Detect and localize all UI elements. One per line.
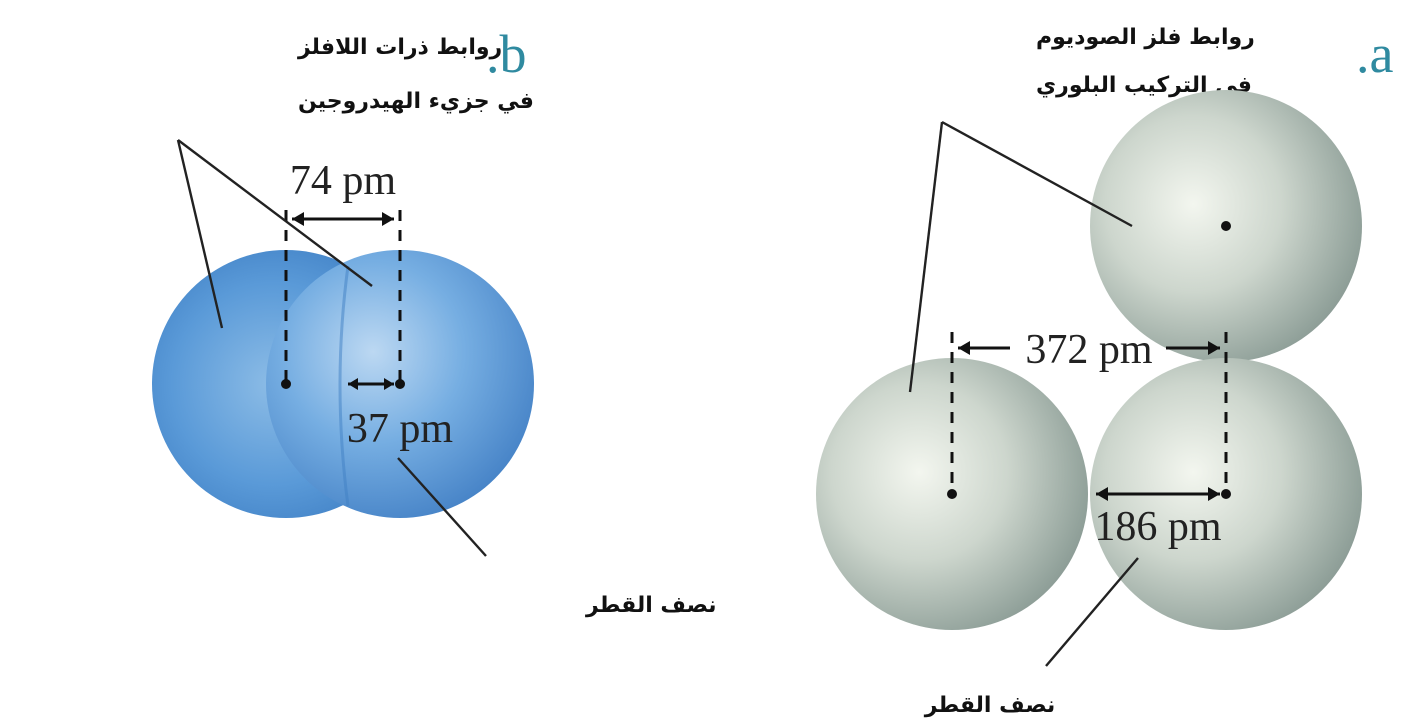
nucleus-left (281, 379, 291, 389)
arrowhead-372-left (958, 341, 970, 355)
nucleus-bottom-right (1221, 489, 1231, 499)
panel-b: .b روابط ذرات اللافلز في جزيء الهيدروجين… (152, 24, 717, 618)
arrowhead-radius-right (384, 378, 394, 390)
nucleus-top (1221, 221, 1231, 231)
radius-leader-a (1045, 557, 1139, 667)
arrowhead-186-left (1096, 487, 1108, 501)
panel-b-radius-text: نصف القطر (585, 593, 717, 618)
panel-a-radius-text: نصف القطر (924, 693, 1056, 718)
panel-b-bond-label-line2: في جزيء الهيدروجين (298, 89, 534, 114)
distance-label-372: 372 pm (1025, 327, 1153, 373)
bond-leader-a-2 (941, 120, 1133, 228)
panel-a-bond-label-line1: روابط فلز الصوديوم (1036, 25, 1255, 50)
radius-leader (397, 457, 487, 557)
panel-b-bond-label-line1: روابط ذرات اللافلز (297, 35, 502, 60)
arrowhead-radius-left (348, 378, 358, 390)
nucleus-bottom-left (947, 489, 957, 499)
radius-label-186: 186 pm (1094, 504, 1222, 550)
panel-a: .a روابط فلز الصوديوم في التركيب البلوري… (816, 24, 1394, 718)
panel-b-letter: .b (486, 24, 527, 84)
arrowhead-186-right (1208, 487, 1220, 501)
bond-leader-2 (177, 139, 373, 287)
arrowhead-right (382, 212, 394, 226)
bond-leader-a-1 (908, 121, 944, 393)
arrowhead-372-right (1208, 341, 1220, 355)
panel-a-letter: .a (1356, 24, 1394, 84)
nucleus-right (395, 379, 405, 389)
bond-leader-1 (176, 139, 224, 329)
radius-label-37: 37 pm (347, 406, 454, 452)
distance-label-74: 74 pm (290, 158, 397, 204)
arrowhead-left (292, 212, 304, 226)
bond-overlap-shade (338, 265, 350, 507)
